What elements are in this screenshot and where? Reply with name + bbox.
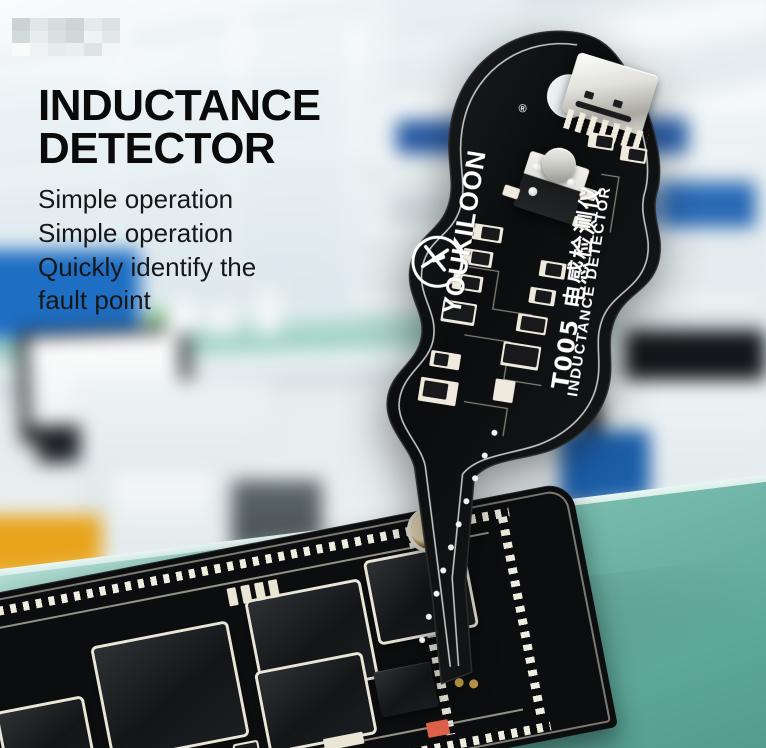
mosaic-tile xyxy=(30,18,48,31)
smd-resistor xyxy=(534,289,553,304)
feature-list: Simple operation Simple operation Quickl… xyxy=(38,184,321,317)
mosaic-tile xyxy=(48,30,66,44)
mosaic-tile xyxy=(48,18,66,31)
mosaic-tile xyxy=(66,30,84,44)
smd-resistor xyxy=(480,226,501,242)
button-leg xyxy=(501,184,521,200)
mosaic-tile xyxy=(48,43,66,56)
probe-via-dots xyxy=(419,429,498,644)
smd-resistor xyxy=(627,148,646,162)
smd-pad xyxy=(492,378,516,404)
mosaic-tile xyxy=(84,43,102,56)
mosaic-tile xyxy=(102,18,120,31)
mosaic-tile xyxy=(102,43,120,56)
censored-watermark xyxy=(12,18,120,56)
jar xyxy=(208,304,236,334)
registered-trademark-mark: ® xyxy=(517,102,528,116)
detector-board-face: ® YOUKILOON T005 电感检测仪 INDUCTANCE DETECT… xyxy=(323,0,766,730)
storage-bin xyxy=(660,182,756,228)
mosaic-tile xyxy=(84,18,102,31)
feature-item: Simple operation xyxy=(38,217,234,248)
mosaic-tile xyxy=(66,18,84,31)
smd-resistor xyxy=(595,135,614,149)
feature-item: Quickly identify the xyxy=(38,251,257,282)
headline-line-2: DETECTOR xyxy=(38,124,276,174)
smd-resistor xyxy=(433,352,450,367)
inductance-detector-device: ® YOUKILOON T005 电感检测仪 INDUCTANCE DETECT… xyxy=(323,0,766,730)
jar xyxy=(256,290,280,334)
feature-item: fault point xyxy=(38,285,151,316)
mosaic-tile xyxy=(30,43,48,56)
feature-item: Simple operation xyxy=(38,184,234,215)
blue-tote xyxy=(0,250,140,338)
headline-line-1: INDUCTANCE xyxy=(38,81,321,130)
mosaic-tile xyxy=(12,30,30,44)
jar xyxy=(165,298,199,334)
mosaic-tile xyxy=(12,18,30,31)
pcb-traces xyxy=(463,173,620,437)
mosaic-tile xyxy=(66,43,84,56)
mosaic-tile xyxy=(30,30,48,44)
page-title: INDUCTANCE DETECTOR xyxy=(38,81,321,174)
crossed-tools-logo-icon xyxy=(407,232,468,292)
mosaic-tile xyxy=(102,30,120,44)
mosaic-tile xyxy=(84,30,102,44)
mosaic-tile xyxy=(12,43,30,56)
marketing-copy: INDUCTANCE DETECTOR Simple operation Sim… xyxy=(38,84,321,319)
